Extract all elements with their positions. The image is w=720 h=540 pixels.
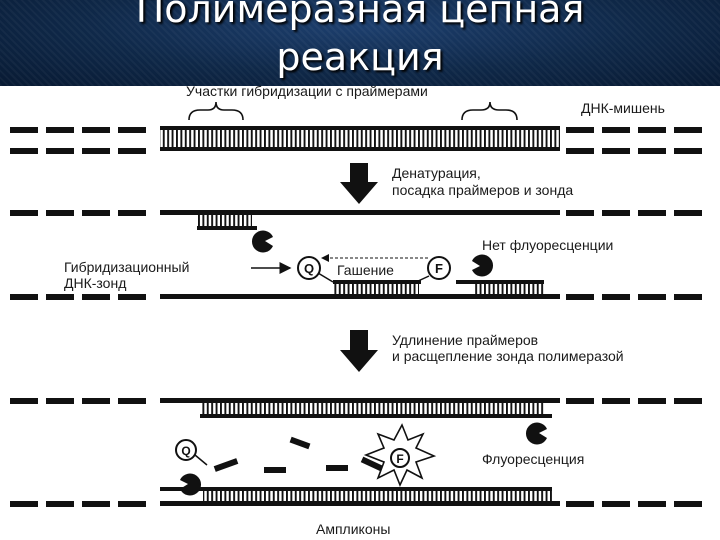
fluorescence-burst: F <box>363 423 437 488</box>
title-band <box>0 0 720 86</box>
quencher-marker: Q <box>297 256 321 280</box>
svg-text:F: F <box>396 452 403 466</box>
extended-primer-lower <box>160 487 552 501</box>
denaturation-label-2: посадка праймеров и зонда <box>392 182 573 198</box>
fluorophore-marker: F <box>427 256 451 280</box>
denaturation-label-1: Денатурация, <box>392 165 481 181</box>
title-line-2: реакция <box>276 35 444 79</box>
polymerase-icon-2 <box>472 254 494 277</box>
svg-text:F: F <box>435 261 443 276</box>
hybridization-probe <box>333 280 421 294</box>
polymerase-icon-4 <box>180 473 202 496</box>
denatured-strand-lower <box>10 294 702 300</box>
hybridization-braces <box>188 101 518 121</box>
probe-fragments <box>213 436 384 473</box>
elongation-label-2: и расщепление зонда полимеразой <box>392 348 624 364</box>
elongation-label-1: Удлинение праймеров <box>392 332 538 348</box>
title-line-1: Полимеразная цепная <box>135 0 585 31</box>
extended-strand-upper <box>10 398 702 404</box>
step-arrow-1 <box>340 163 378 204</box>
target-dna-dashes-bottom <box>10 148 702 154</box>
extended-strand-lower <box>10 501 702 507</box>
forward-primer <box>197 215 257 230</box>
probe-label-2: ДНК-зонд <box>64 275 126 291</box>
reverse-primer <box>456 280 544 294</box>
svg-text:Q: Q <box>304 261 314 276</box>
cleaved-quencher: Q <box>175 439 208 466</box>
polymerase-icon-1 <box>251 230 273 253</box>
step-arrow-2 <box>340 330 378 372</box>
target-dna-label: ДНК-мишень <box>581 100 665 116</box>
fluorescence-label: Флуоресценция <box>482 451 584 467</box>
polymerase-icon-3 <box>525 422 547 445</box>
denatured-strand-upper <box>10 210 702 216</box>
svg-text:Q: Q <box>181 444 190 458</box>
target-dna-double-strand <box>160 126 560 151</box>
quenching-label: Гашение <box>337 262 394 278</box>
amplicons-label: Ампликоны <box>316 521 390 537</box>
extended-primer-upper <box>200 403 552 418</box>
target-dna-dashes-top <box>10 127 702 133</box>
quencher-link <box>317 272 334 283</box>
probe-label-1: Гибридизационный <box>64 259 189 275</box>
no-fluorescence-label: Нет флуоресценции <box>482 237 613 253</box>
hybridization-sites-label: Участки гибридизации с праймерами <box>186 83 428 99</box>
